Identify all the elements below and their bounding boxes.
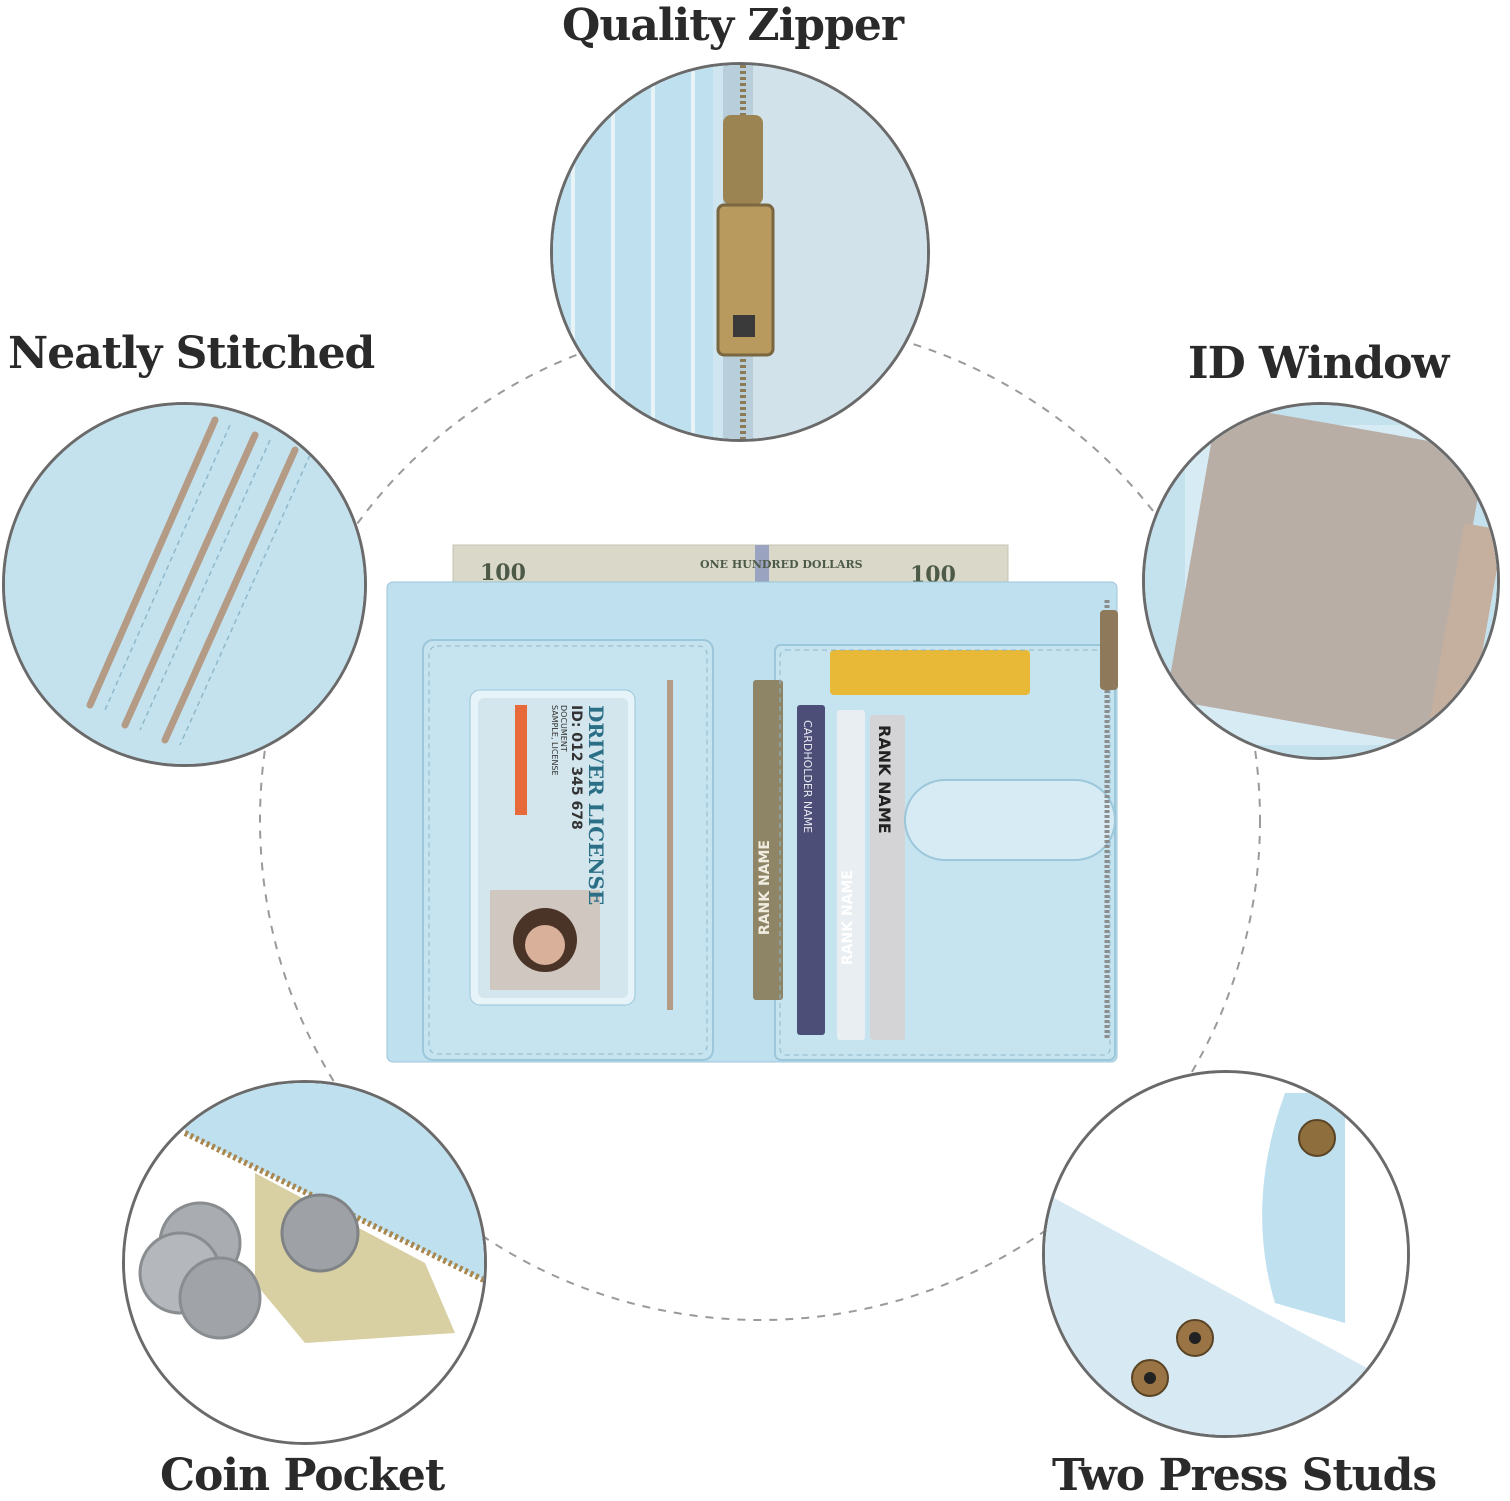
card-label-rank-2: RANK NAME	[840, 870, 856, 966]
zipper-closeup-illustration	[553, 65, 927, 439]
press-stud-icon	[1131, 1119, 1336, 1397]
license-title: DRIVER LICENSE	[584, 705, 608, 906]
bubble-quality-zipper	[550, 62, 930, 442]
label-two-press-studs: Two Press Studs	[1052, 1450, 1437, 1501]
zipper-pull-icon	[716, 115, 775, 357]
wallet-main: 100 ONE HUNDRED DOLLARS 100 100 ONE HUND…	[385, 540, 1130, 1070]
label-neatly-stitched: Neatly Stitched	[8, 328, 375, 379]
label-coin-pocket: Coin Pocket	[160, 1450, 445, 1501]
label-id-window: ID Window	[1188, 338, 1449, 389]
card-label-rank-0: RANK NAME	[757, 840, 773, 936]
coin-icon	[138, 1193, 360, 1340]
bubble-neatly-stitched	[2, 402, 367, 767]
bubble-two-press-studs	[1042, 1070, 1410, 1438]
license-id: ID: 012 345 678	[568, 705, 584, 830]
license-line-0: DOCUMENT	[559, 705, 568, 752]
card-slots-closeup-illustration	[5, 405, 364, 764]
press-studs-closeup-illustration	[1045, 1073, 1407, 1435]
bill-text-1: ONE HUNDRED DOLLARS	[700, 558, 863, 571]
label-quality-zipper: Quality Zipper	[562, 0, 904, 51]
id-window-closeup-illustration	[1145, 405, 1497, 757]
card-label-rank-1: RANK NAME	[875, 725, 894, 834]
coin-pocket-closeup-illustration	[125, 1083, 484, 1442]
driver-license: DRIVER LICENSE ID: 012 345 678 DOCUMENT …	[485, 705, 615, 995]
license-line-1: SAMPLE, LICENSE	[550, 705, 559, 776]
wallet-illustration: 100 ONE HUNDRED DOLLARS 100 100 ONE HUND…	[386, 544, 1118, 1063]
bubble-coin-pocket	[122, 1080, 487, 1445]
bubble-id-window	[1142, 402, 1500, 760]
card-label-cardholder: CARDHOLDER NAME	[801, 720, 814, 834]
